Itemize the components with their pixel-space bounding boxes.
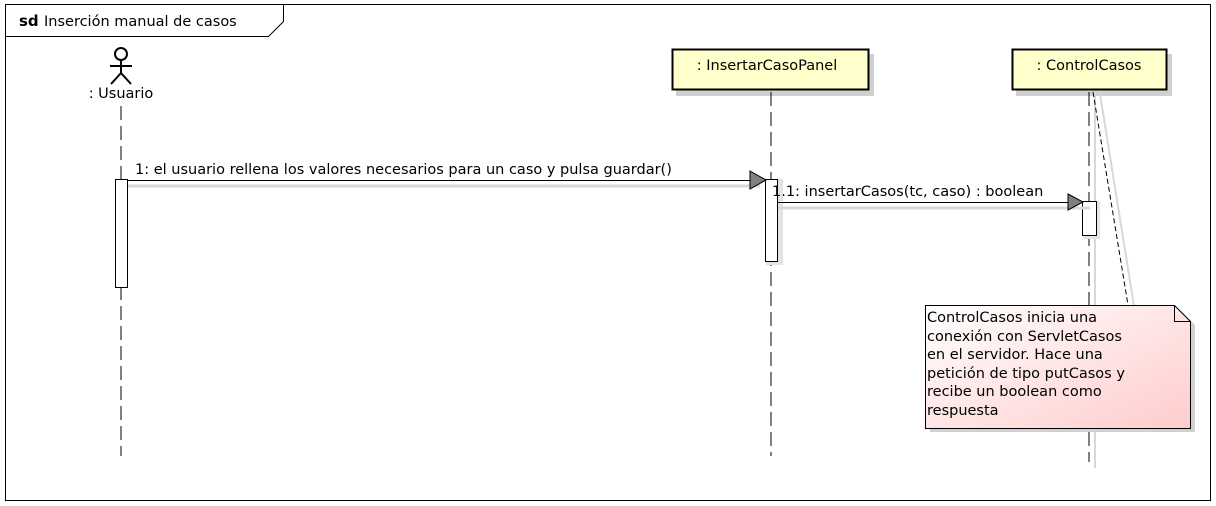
frame-title-tab <box>5 4 284 37</box>
note-line: ControlCasos inicia una <box>927 310 1097 326</box>
lifeline-control: : ControlCasos <box>1011 48 1172 468</box>
message-arrowhead <box>1067 193 1085 211</box>
activation-panel <box>765 179 778 262</box>
note-connector-shadow <box>1099 93 1135 307</box>
note-body <box>925 305 1191 429</box>
object-box-panel <box>671 48 870 91</box>
note-line: petición de tipo putCasos y <box>927 366 1125 382</box>
note-line: respuesta <box>927 403 999 419</box>
note-line: en el servidor. Hace una <box>927 347 1103 363</box>
note-line: conexión con ServletCasos <box>927 329 1122 345</box>
frame-title: Inserción manual de casos <box>44 14 237 30</box>
frame: sd Inserción manual de casos <box>5 4 1211 501</box>
message-label-1: 1: el usuario rellena los valores necesa… <box>135 162 672 178</box>
note: ControlCasos inicia una conexión con Ser… <box>925 91 1195 432</box>
note-connector <box>1092 91 1129 306</box>
activation-usuario <box>115 179 128 288</box>
object-box-control <box>1011 48 1168 91</box>
lifeline-label-control: : ControlCasos <box>1037 58 1142 74</box>
note-line: recibe un boolean como <box>927 384 1102 400</box>
lifeline-panel: : InsertarCasoPanel <box>671 48 874 456</box>
note-text: ControlCasos inicia una conexión con Ser… <box>927 310 1130 419</box>
actor-icon <box>110 47 132 85</box>
frame-keyword: sd <box>19 12 39 30</box>
lifeline-label-usuario: : Usuario <box>89 86 154 102</box>
message-1: 1: el usuario rellena los valores necesa… <box>128 162 768 190</box>
message-label-1-1: 1.1: insertarCasos(tc, caso) : boolean <box>772 184 1043 200</box>
note-fold <box>1174 305 1191 322</box>
lifeline-label-panel: : InsertarCasoPanel <box>697 58 837 74</box>
message-arrowhead <box>749 170 768 190</box>
lifeline-usuario: : Usuario <box>89 47 154 456</box>
activation-control <box>1082 201 1097 236</box>
frame-border <box>5 4 1211 501</box>
message-1-1: 1.1: insertarCasos(tc, caso) : boolean <box>772 184 1090 211</box>
